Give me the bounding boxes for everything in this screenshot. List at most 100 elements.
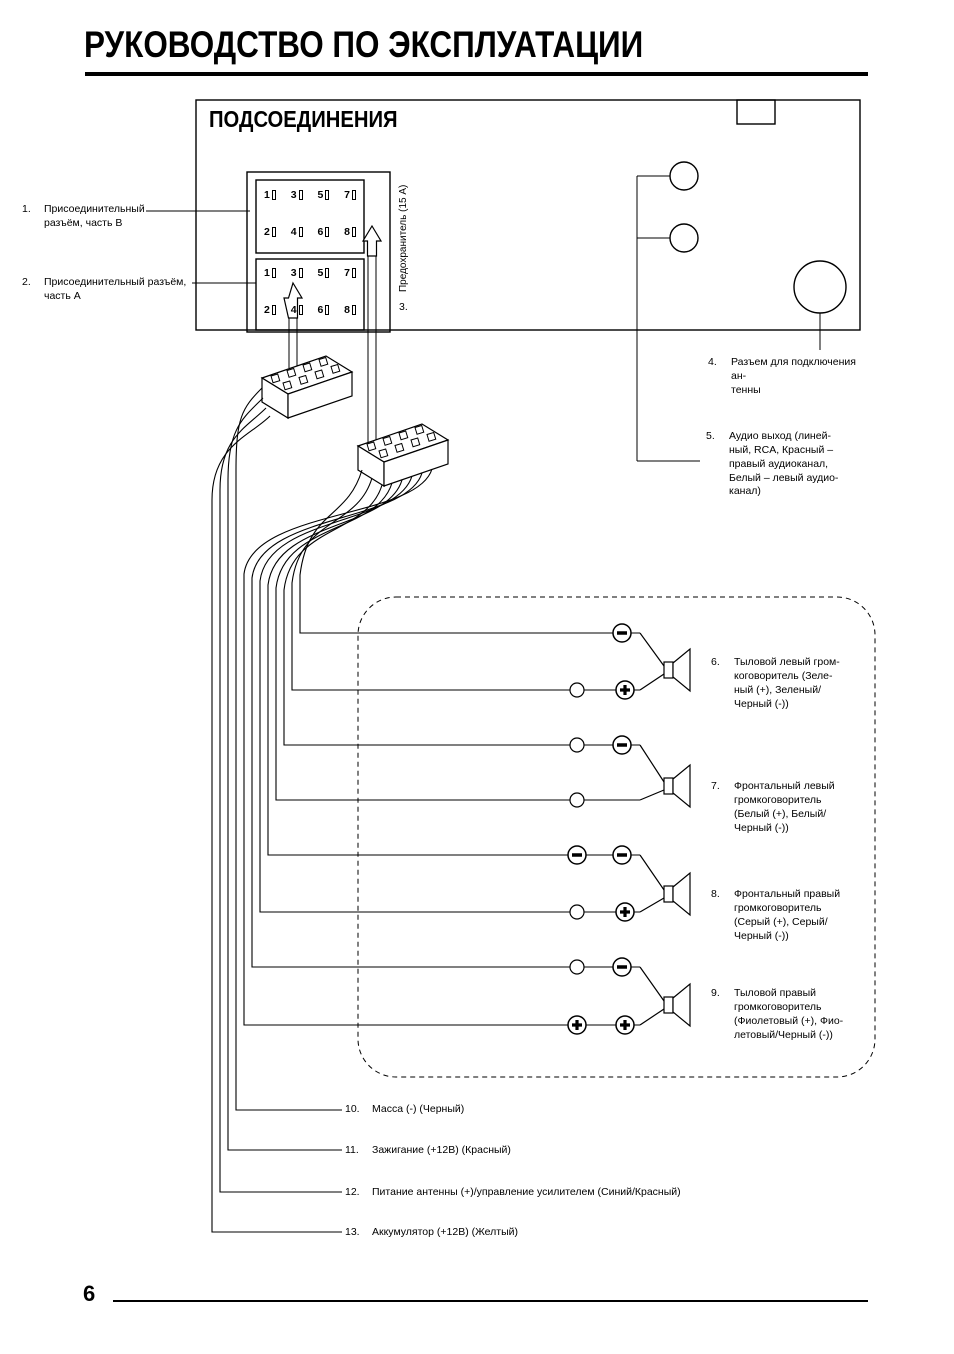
pin-slot-icon xyxy=(325,190,330,200)
pin-number: 5 xyxy=(317,267,324,279)
pin-slot-icon xyxy=(352,190,356,200)
pin: 6 xyxy=(317,226,330,238)
footer-divider xyxy=(113,1300,868,1302)
callout-4-text: Разъем для подключения ан- тенны xyxy=(731,356,856,396)
wire-harness xyxy=(211,387,640,1233)
rca-output-left-icon xyxy=(669,223,699,253)
pin-number: 6 xyxy=(317,226,324,238)
callout-8-text: Фронтальный правый громкоговоритель (Сер… xyxy=(734,888,841,942)
speaker-icon-rear-right xyxy=(639,966,691,1028)
wire-label-10-number: 10. xyxy=(345,1103,360,1115)
pin-number: 2 xyxy=(264,226,270,238)
callout-8-number: 8. xyxy=(711,888,720,900)
wire-label-13-number: 13. xyxy=(345,1226,360,1238)
pin-slot-icon xyxy=(352,227,356,237)
pin-slot-icon xyxy=(352,305,356,315)
callout-7-number: 7. xyxy=(711,780,720,792)
pin-slot-icon xyxy=(325,268,330,278)
pin: 3 xyxy=(291,267,303,279)
pin-slot-icon xyxy=(298,190,303,200)
pin: 1 xyxy=(264,189,276,201)
minus-terminal-icons xyxy=(567,623,632,977)
pin-number: 5 xyxy=(317,189,324,201)
pin-number: 3 xyxy=(290,189,297,201)
speaker-icon-front-left xyxy=(639,744,691,809)
pin-slot-icon xyxy=(271,268,276,278)
pin-number: 4 xyxy=(290,304,297,316)
wire-label-12-number: 12. xyxy=(345,1186,360,1198)
pin-slot-icon xyxy=(352,268,356,278)
callout-1-text: Присоединительный разъём, часть B xyxy=(44,203,145,229)
callout-5-number: 5. xyxy=(706,430,715,442)
iso-connector-block-a xyxy=(357,423,449,487)
wire-label-13-text: Аккумулятор (+12В) (Желтый) xyxy=(372,1226,519,1238)
pin: 2 xyxy=(264,226,276,238)
page-title: РУКОВОДСТВО ПО ЭКСПЛУАТАЦИИ xyxy=(84,24,644,65)
callout-1-number: 1. xyxy=(22,203,31,215)
pin-slot-icon xyxy=(298,227,303,237)
callout-5-text: Аудио выход (линей- ный, RCA, Красный – … xyxy=(729,430,839,498)
section-title: ПОДСОЕДИНЕНИЯ xyxy=(209,106,398,132)
speaker-icon-front-right xyxy=(639,854,691,917)
connector-a-pin-row-1: 1 3 5 7 xyxy=(264,267,356,279)
plus-terminal-icons xyxy=(567,680,635,1035)
pin-slot-icon xyxy=(271,305,276,315)
pin-slot-icon xyxy=(298,268,303,278)
pin: 8 xyxy=(344,304,356,316)
pin: 6 xyxy=(317,304,330,316)
speaker-region-outline xyxy=(357,596,876,1078)
pin: 3 xyxy=(291,189,303,201)
pin: 4 xyxy=(291,304,303,316)
pin: 5 xyxy=(317,189,330,201)
callout-6-text: Тыловой левый гром- коговоритель (Зеле- … xyxy=(734,656,840,710)
pin-number: 1 xyxy=(264,189,270,201)
pin: 1 xyxy=(264,267,276,279)
plug-direction-arrow-icon xyxy=(283,224,383,448)
page-number: 6 xyxy=(83,1281,96,1306)
title-divider xyxy=(85,72,868,76)
speaker-icon-rear-left xyxy=(639,632,691,693)
callout-7-text: Фронтальный левый громкоговоритель (Белы… xyxy=(734,780,835,834)
pin-number: 4 xyxy=(290,226,297,238)
pin-number: 8 xyxy=(344,304,350,316)
wire-label-11-number: 11. xyxy=(345,1144,359,1156)
pin-number: 6 xyxy=(317,304,324,316)
pin-slot-icon xyxy=(325,305,330,315)
antenna-socket-icon xyxy=(793,260,847,314)
rca-output-right-icon xyxy=(669,161,699,191)
pin: 7 xyxy=(344,267,356,279)
pin: 7 xyxy=(344,189,356,201)
stereo-rear-panel xyxy=(195,99,861,333)
wire-label-11-text: Зажигание (+12В) (Красный) xyxy=(372,1144,511,1156)
pin: 2 xyxy=(264,304,276,316)
connector-b-pin-row-2: 2 4 6 8 xyxy=(264,226,356,238)
pin-number: 7 xyxy=(344,267,350,279)
pin-slot-icon xyxy=(271,227,276,237)
wire-label-10-text: Масса (-) (Черный) xyxy=(372,1103,465,1115)
callout-9-text: Тыловой правый громкоговоритель (Фиолето… xyxy=(734,987,844,1041)
pin: 4 xyxy=(291,226,303,238)
callout-6-number: 6. xyxy=(711,656,720,668)
callout-2-text: Присоединительный разъём, часть А xyxy=(44,276,187,302)
callout-2-number: 2. xyxy=(22,276,31,288)
callout-leader-lines xyxy=(146,175,821,462)
pin-slot-icon xyxy=(271,190,276,200)
pin-number: 8 xyxy=(344,226,350,238)
pin-number: 7 xyxy=(344,189,350,201)
callout-4-number: 4. xyxy=(708,356,717,368)
pin: 5 xyxy=(317,267,330,279)
connector-b-pin-row-1: 1 3 5 7 xyxy=(264,189,356,201)
speaker-icons xyxy=(639,632,691,1028)
wire-label-12-text: Питание антенны (+)/управление усилителе… xyxy=(372,1186,681,1198)
iso-connector-block-b xyxy=(261,355,353,419)
callout-9-number: 9. xyxy=(711,987,720,999)
pin-number: 1 xyxy=(264,267,270,279)
pin-number: 2 xyxy=(264,304,270,316)
callout-3-number: 3. xyxy=(399,301,408,313)
callout-3-text: Предохранитель (15 А) xyxy=(398,184,409,292)
pin-slot-icon xyxy=(298,305,303,315)
pin: 8 xyxy=(344,226,356,238)
bullet-connector-icons xyxy=(569,682,585,975)
